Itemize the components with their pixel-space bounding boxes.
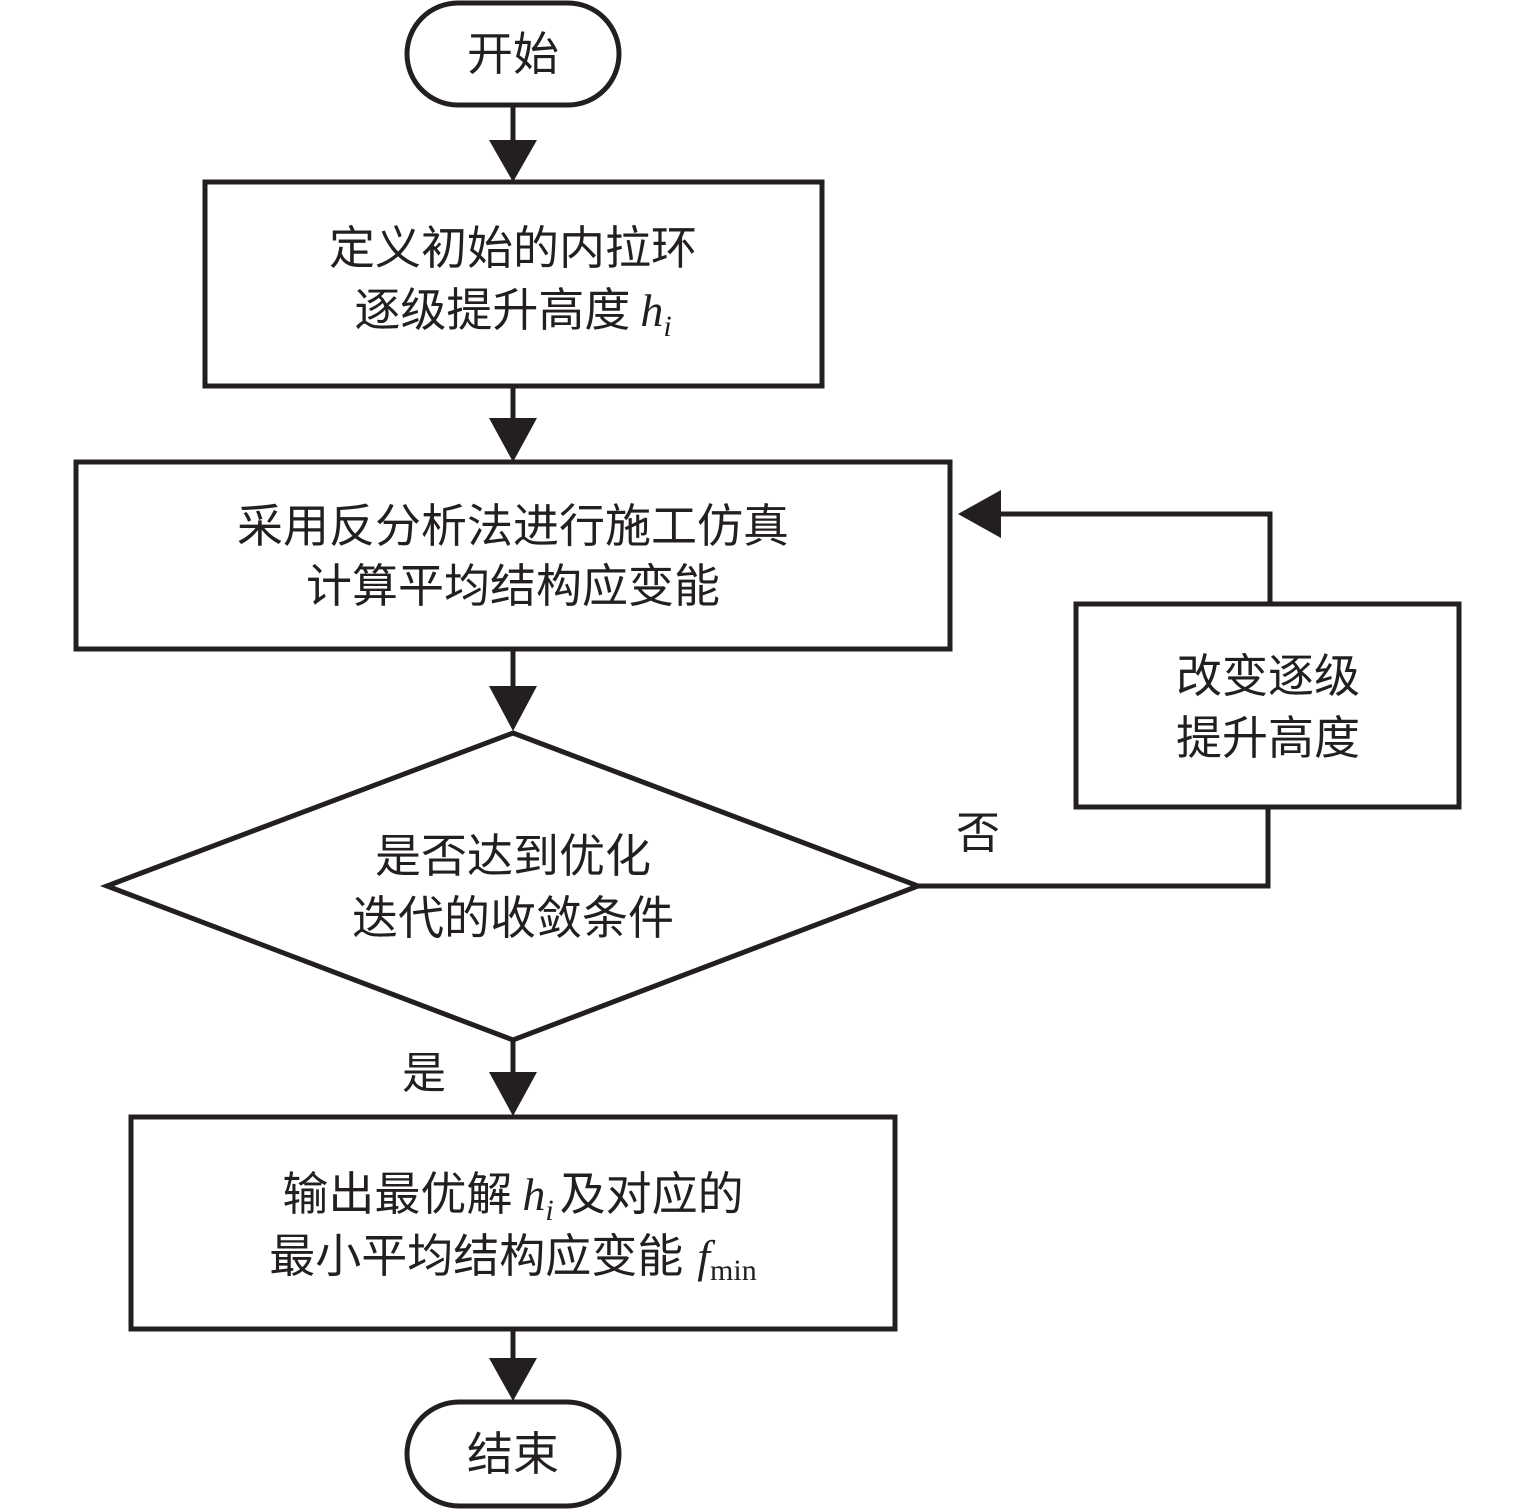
terminal-shape (404, 1399, 622, 1509)
arrow-down-icon (489, 1358, 537, 1401)
process-simulate: 采用反分析法进行施工仿真 计算平均结构应变能 (73, 459, 953, 652)
edge-start-to-define (489, 105, 537, 182)
output-line1-post: 及对应的 (560, 1169, 744, 1220)
subscript-i: i (545, 1194, 553, 1227)
edge-decision-to-output-yes (489, 1040, 537, 1116)
simulate-line2: 计算平均结构应变能 (306, 561, 720, 612)
define-height-line1: 定义初始的内拉环 (329, 223, 697, 274)
start-terminal: 开始 (404, 0, 622, 108)
arrow-down-icon (489, 418, 537, 462)
connector-line (1000, 511, 1273, 604)
edge-decision-to-change-no (918, 807, 1271, 889)
decision-convergence: 是否达到优化 迭代的收敛条件 (99, 730, 926, 1043)
process-box (1073, 601, 1462, 810)
process-box (202, 179, 825, 389)
subscript-min: min (710, 1254, 757, 1287)
define-height-line2-text: 逐级提升高度 (354, 285, 630, 336)
arrow-down-icon (489, 1072, 537, 1116)
arrow-down-icon (489, 686, 537, 731)
edge-label-yes: 是 (402, 1049, 446, 1098)
variable-h: h (522, 1169, 545, 1220)
output-line2-text: 最小平均结构应变能 (269, 1231, 683, 1282)
change-height-line2: 提升高度 (1176, 713, 1360, 764)
edge-label-no: 否 (956, 809, 1000, 858)
start-label: 开始 (467, 29, 559, 80)
terminal-shape (404, 0, 622, 108)
arrow-down-icon (489, 140, 537, 182)
process-box (128, 1114, 898, 1332)
change-height-line1: 改变逐级 (1176, 651, 1360, 702)
simulate-line1: 采用反分析法进行施工仿真 (237, 501, 789, 552)
edge-define-to-simulate (489, 386, 537, 462)
arrow-left-icon (958, 490, 1001, 538)
end-label: 结束 (467, 1429, 559, 1480)
variable-h: h (640, 285, 663, 336)
edge-output-to-end (489, 1329, 537, 1401)
decision-line2: 迭代的收敛条件 (352, 893, 674, 944)
subscript-i: i (663, 310, 671, 343)
connector-line (918, 807, 1271, 889)
decision-line1: 是否达到优化 (375, 831, 651, 882)
output-line1-pre: 输出最优解 (282, 1169, 512, 1220)
process-change-height: 改变逐级 提升高度 (1073, 601, 1462, 810)
edge-change-to-simulate (958, 490, 1273, 604)
decision-diamond (99, 730, 926, 1043)
process-box (73, 459, 953, 652)
end-terminal: 结束 (404, 1399, 622, 1509)
edge-simulate-to-decision (489, 649, 537, 731)
